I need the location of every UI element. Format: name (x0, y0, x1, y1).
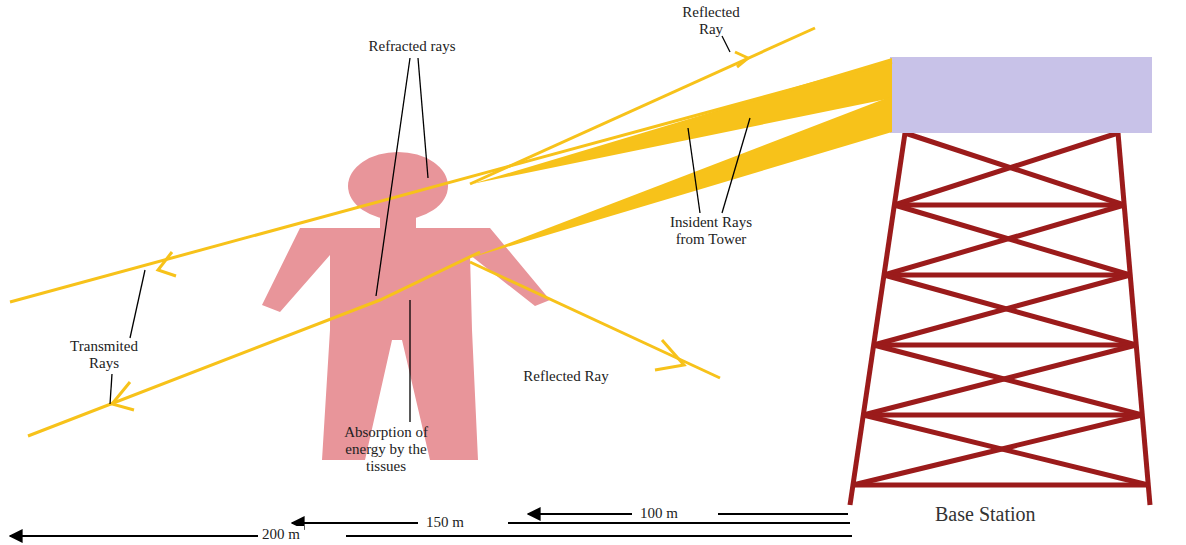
ray-label: Reflected Ray (518, 368, 614, 385)
distance-label: 150 m (422, 514, 468, 531)
tower-strut (874, 275, 1131, 345)
tower-strut (894, 203, 1124, 208)
tower-strut (1118, 133, 1150, 505)
tower-strut (884, 273, 1130, 278)
ray-label: Refracted rays (352, 38, 472, 55)
tower-strut (863, 413, 1142, 418)
human-figure (262, 152, 550, 460)
tower-strut (874, 343, 1137, 348)
distance-label: 200 m (258, 526, 304, 543)
tower-strut (853, 483, 1148, 488)
tower-lattice (850, 133, 1150, 505)
tower-strut (853, 415, 1142, 485)
tower-strut (863, 345, 1136, 415)
distance-label: 100 m (636, 505, 682, 522)
ray-lines (10, 28, 892, 436)
distance-arrows (10, 514, 852, 536)
tower-strut (884, 205, 1124, 275)
tower-strut (894, 133, 1118, 205)
leader-lines (110, 36, 750, 422)
ray-label: Transmited Rays (58, 338, 150, 372)
ray-label: Insident Rays from Tower (655, 214, 767, 248)
ray-label: Reflected Ray (672, 4, 750, 38)
station-label: Base Station (935, 503, 1036, 525)
base-station-box (890, 57, 1152, 133)
annotation-label: Absorption of energy by the tissues (330, 424, 442, 475)
tower-strut (850, 133, 905, 505)
